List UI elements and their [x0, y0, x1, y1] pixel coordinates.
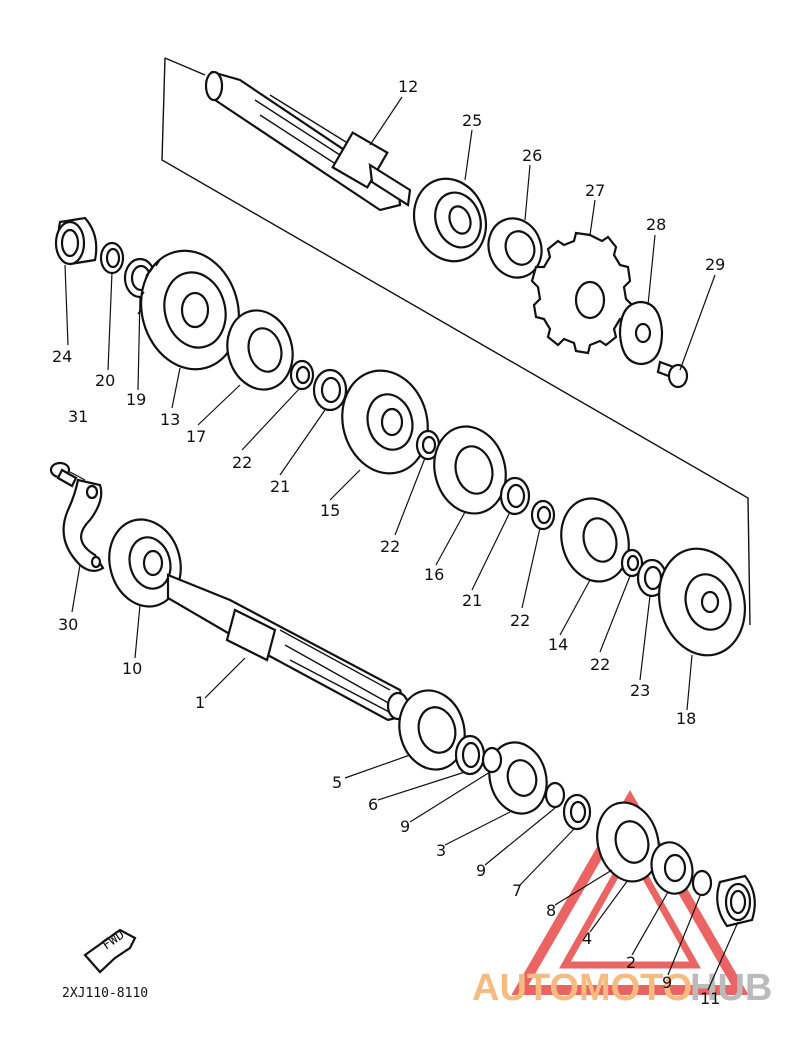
bearing-25	[413, 177, 487, 263]
washer-6	[454, 734, 486, 776]
needle-bearing-11	[716, 874, 756, 928]
bolt-31	[49, 461, 78, 488]
circlip-9-c	[691, 869, 713, 897]
gear-15	[341, 369, 429, 475]
label-22-c: 22	[510, 611, 530, 630]
circlip-22-d	[620, 548, 644, 578]
label-12: 12	[398, 77, 418, 96]
watermark-logo: AUTOMOTO HUB	[472, 790, 772, 1009]
label-5: 5	[332, 773, 342, 792]
label-30: 30	[58, 615, 78, 634]
main-shaft-12	[204, 70, 412, 212]
label-26: 26	[522, 146, 542, 165]
part-number-labels: 12 25 26 27 28 29 24 20 19 13 17 22 21 1…	[52, 77, 725, 1008]
gear-13	[137, 249, 240, 371]
circlip-9-b	[544, 781, 566, 809]
washer-7	[562, 793, 592, 831]
gear-2	[650, 841, 694, 895]
label-18: 18	[676, 709, 696, 728]
gear-4	[596, 801, 660, 883]
drive-sprocket-27	[530, 231, 634, 355]
bearing-stopper-30	[62, 478, 105, 572]
label-25: 25	[462, 111, 482, 130]
circlip-9-a	[481, 746, 503, 774]
label-19: 19	[126, 390, 146, 409]
label-9-a: 9	[400, 817, 410, 836]
gear-17	[226, 309, 294, 391]
label-21-b: 21	[462, 591, 482, 610]
leader-lines	[64, 96, 739, 991]
label-8: 8	[546, 901, 556, 920]
gear-14	[560, 497, 630, 583]
bolt-29	[656, 360, 689, 389]
label-21-a: 21	[270, 477, 290, 496]
needle-bearing-24	[54, 216, 98, 266]
gear-16	[433, 425, 507, 515]
label-14: 14	[548, 635, 568, 654]
forward-direction-arrow: FWD	[83, 927, 137, 974]
label-28: 28	[646, 215, 666, 234]
label-22-a: 22	[232, 453, 252, 472]
label-27: 27	[585, 181, 605, 200]
label-13: 13	[160, 410, 180, 429]
drawing-code: 2XJ110-8110	[62, 986, 148, 1001]
circlip-20	[99, 241, 125, 275]
label-9-b: 9	[476, 861, 486, 880]
circlip-22-c	[530, 499, 556, 531]
bearing-10	[108, 518, 182, 608]
label-4: 4	[582, 929, 592, 948]
label-23: 23	[630, 681, 650, 700]
circlip-22-a	[289, 359, 315, 391]
label-2: 2	[626, 953, 636, 972]
label-9-c: 9	[662, 973, 672, 992]
label-3: 3	[436, 841, 446, 860]
lock-washer-28	[618, 300, 664, 366]
gear-18	[657, 547, 747, 657]
circlip-22-b	[415, 429, 441, 461]
drive-axle-1	[166, 573, 410, 722]
label-20: 20	[95, 371, 115, 390]
label-22-b: 22	[380, 537, 400, 556]
washer-21-a	[312, 368, 348, 412]
watermark-brand-right: HUB	[690, 967, 772, 1009]
gear-5	[398, 689, 466, 771]
label-6: 6	[368, 795, 378, 814]
label-10: 10	[122, 659, 142, 678]
label-15: 15	[320, 501, 340, 520]
label-17: 17	[186, 427, 206, 446]
washer-21-b	[499, 476, 531, 516]
label-29: 29	[705, 255, 725, 274]
watermark-brand-left: AUTOMOTO	[472, 967, 692, 1009]
label-16: 16	[424, 565, 444, 584]
gear-3	[488, 741, 548, 815]
collar-26	[487, 217, 543, 279]
label-22-d: 22	[590, 655, 610, 674]
label-7: 7	[512, 881, 522, 900]
label-24: 24	[52, 347, 72, 366]
label-1: 1	[195, 693, 205, 712]
label-31: 31	[68, 407, 88, 426]
label-11: 11	[700, 989, 720, 1008]
